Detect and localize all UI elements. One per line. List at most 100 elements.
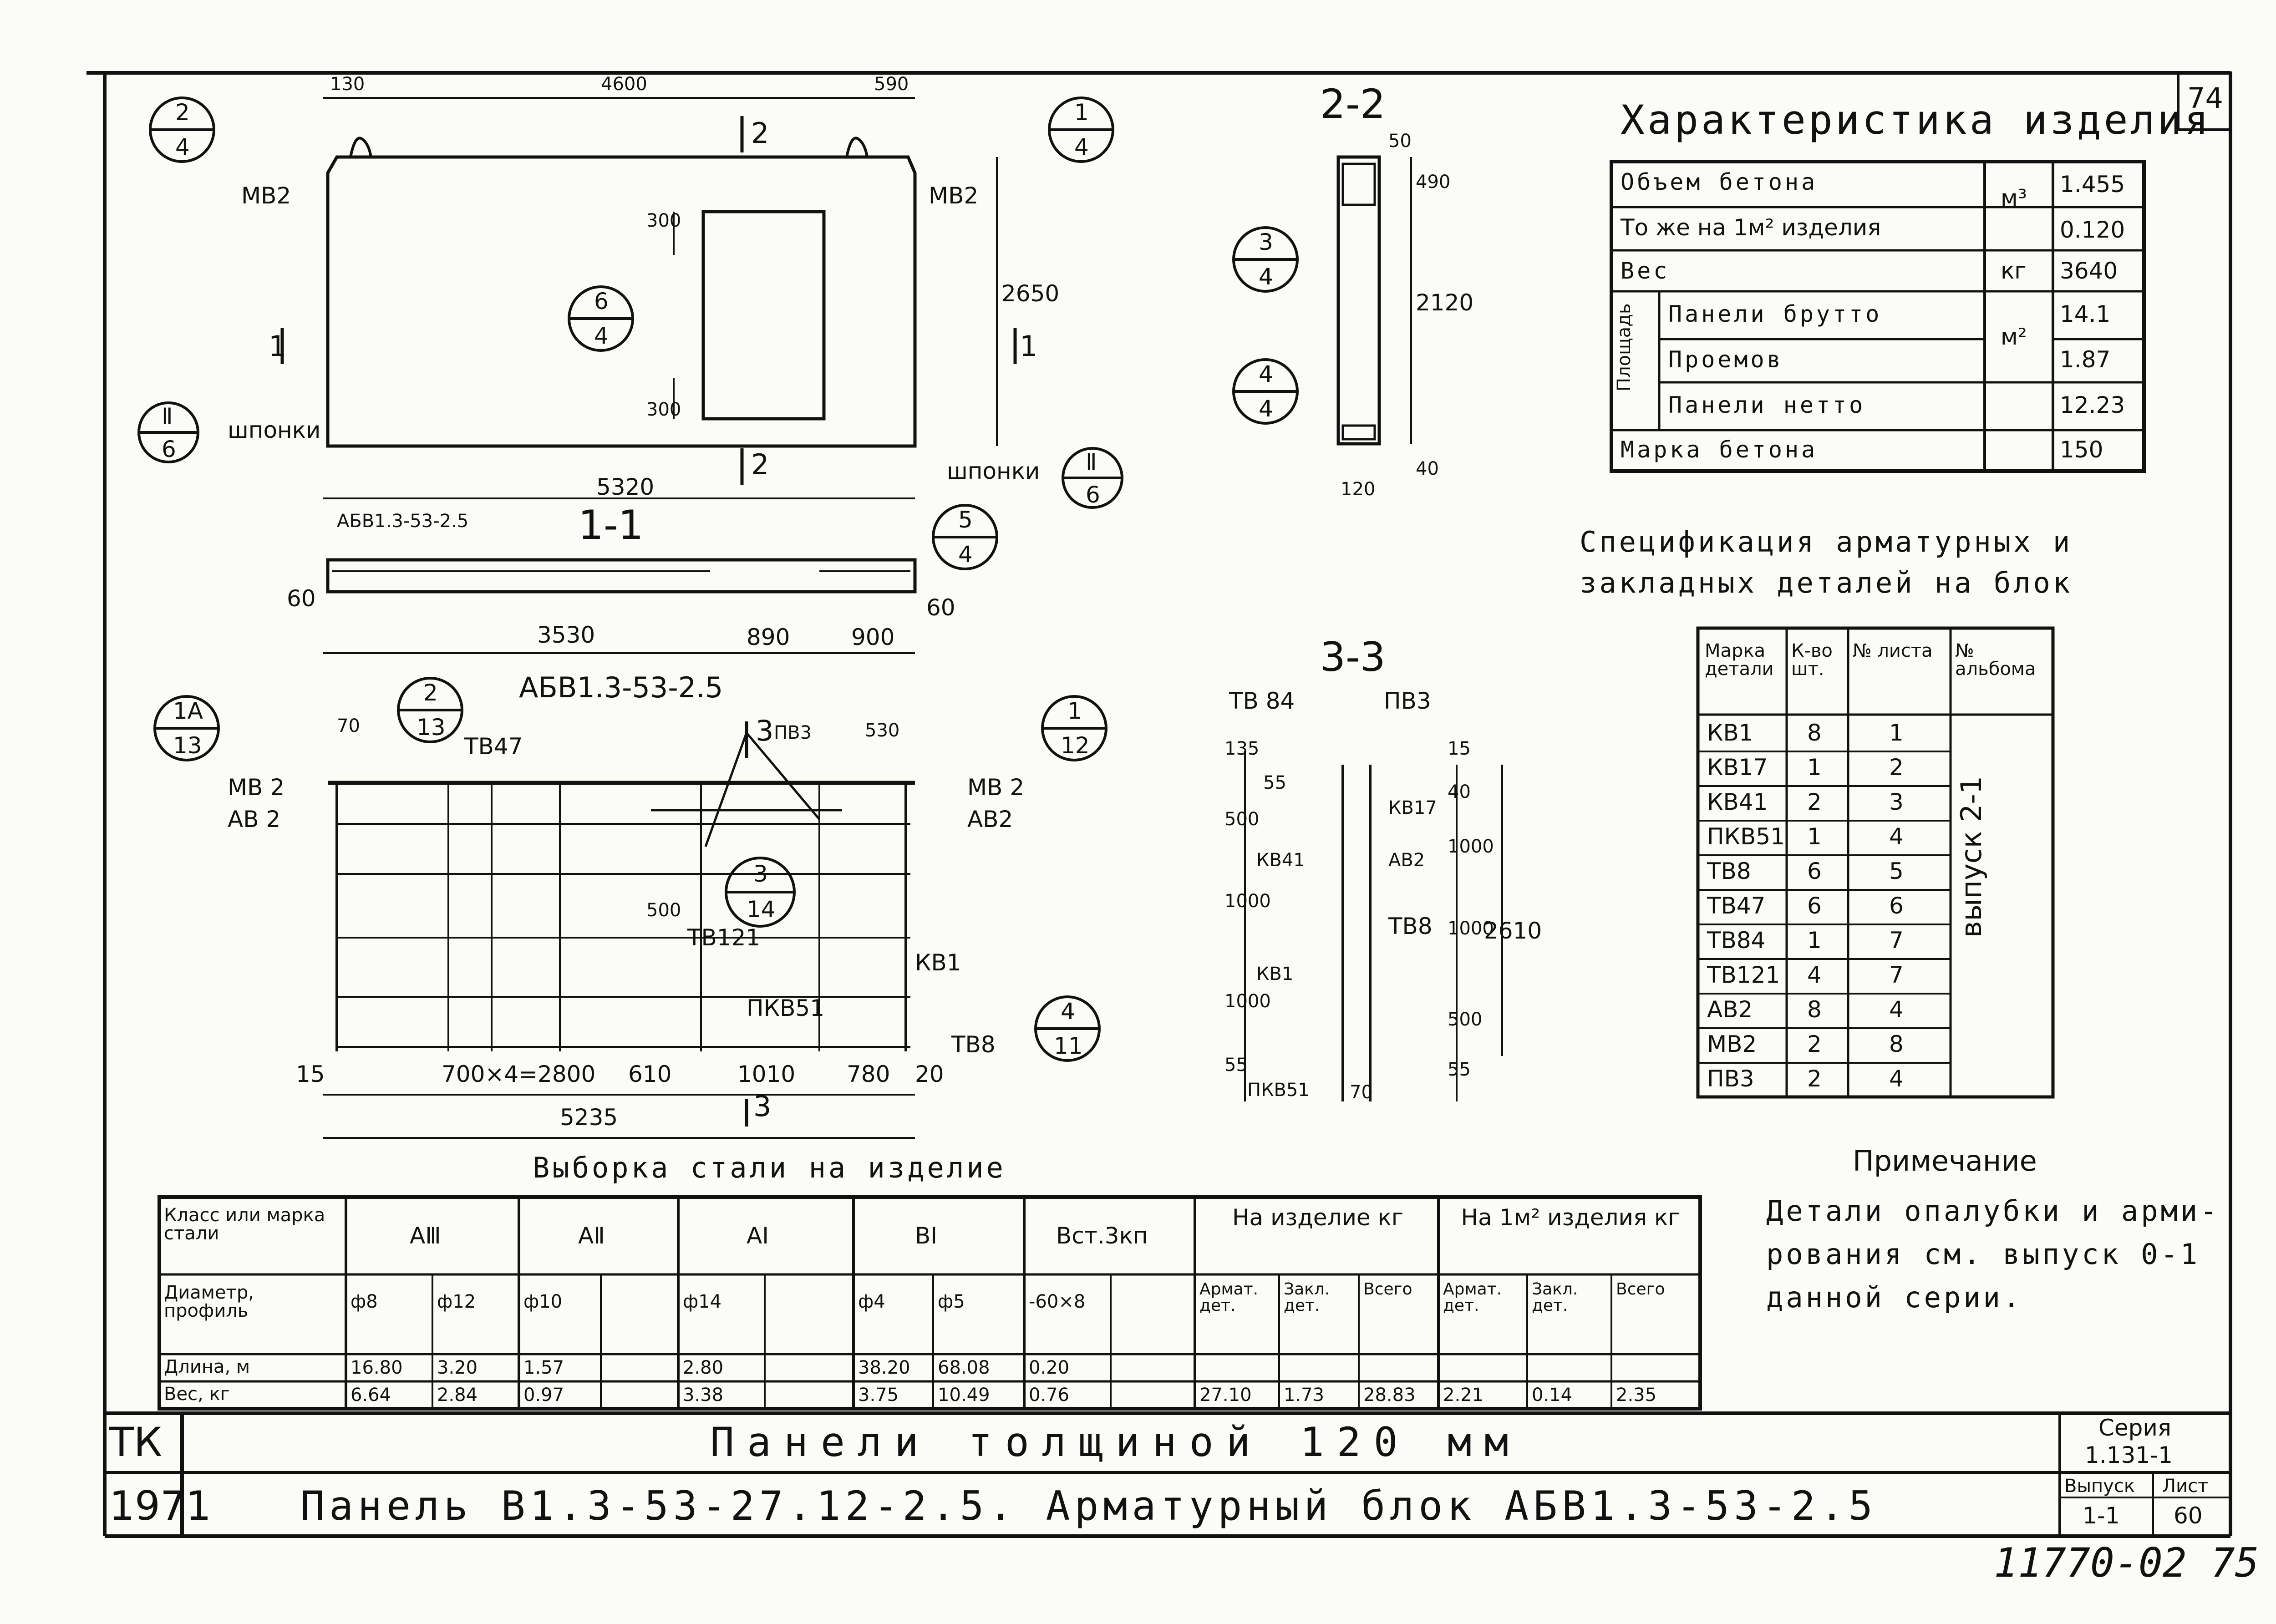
dim-500: 500	[646, 900, 681, 921]
spec-row-divider	[1698, 1062, 1951, 1064]
dim-60-left: 60	[287, 585, 316, 612]
tb-year: 1971	[109, 1482, 211, 1529]
spec-cell-mark: ТВ84	[1707, 927, 1766, 954]
bubble-12-bottom: 14	[747, 896, 776, 923]
steel-cell-diameters: ф14	[683, 1291, 722, 1312]
spec-cell-qty: 1	[1807, 823, 1822, 850]
dim-300-top: 300	[646, 210, 681, 231]
cut-3-top: 3	[756, 714, 774, 747]
char-row-7-value: 150	[2060, 436, 2103, 463]
dim-50: 50	[1388, 131, 1412, 152]
dim-900: 900	[851, 624, 895, 650]
dim-120: 120	[1341, 479, 1376, 500]
spec-title-line-1: Спецификация арматурных и	[1580, 525, 2073, 558]
dim-40-right: 40	[1448, 782, 1471, 802]
steel-cell-lengths: 0.20	[1029, 1357, 1070, 1378]
label-pv3-section: ПВ3	[1384, 688, 1431, 714]
dim-530: 530	[865, 720, 900, 741]
char-row-3-unit: кг	[2001, 258, 2027, 284]
steel-h-diam: Диаметр, профиль	[164, 1282, 254, 1321]
char-row-4-unit: м²	[2001, 324, 2027, 350]
char-row-7-label: Марка бетона	[1621, 436, 1818, 463]
note-line-3: данной серии.	[1766, 1281, 2023, 1314]
spec-cell-mark: ТВ121	[1707, 962, 1780, 988]
dim-1000-left-a: 1000	[1224, 891, 1271, 912]
steel-cell-diameters: Армат. дет.	[1443, 1280, 1502, 1315]
steel-cell-weights: 28.83	[1363, 1385, 1416, 1406]
dim-890: 890	[747, 624, 790, 650]
bubble-2-top: 1	[1074, 99, 1089, 126]
section-2-2	[1336, 155, 1412, 446]
dim-500-left: 500	[1224, 809, 1260, 830]
dim-1000-left-b: 1000	[1224, 991, 1271, 1012]
dim-500-right: 500	[1448, 1009, 1483, 1030]
steel-cell-lengths: 68.08	[938, 1357, 990, 1378]
spec-cell-qty: 6	[1807, 893, 1822, 919]
steel-class-a2: АⅡ	[578, 1223, 605, 1249]
steel-cell-diameters: ф5	[938, 1291, 965, 1312]
char-row-5-label: Проемов	[1668, 346, 1783, 373]
bubble-12-top: 3	[753, 861, 768, 887]
label-kv1: КВ1	[915, 949, 961, 976]
label-kv17: КВ17	[1388, 797, 1437, 818]
spec-row-divider	[1698, 889, 1951, 891]
bubble-8-top: 4	[1259, 361, 1273, 387]
dim-135: 135	[1224, 738, 1260, 759]
label-pv3: ПВ3	[774, 722, 812, 743]
bubble-9-bottom: 13	[173, 732, 202, 759]
char-row-1-unit: м³	[2001, 185, 2027, 211]
steel-cell-diameters: Всего	[1616, 1280, 1665, 1299]
spec-cell-sheet: 7	[1889, 927, 1904, 954]
bubble-3-top: 6	[594, 288, 609, 315]
section-3-3	[1244, 751, 1503, 1101]
stamp-bottom: 11770-02 75	[1994, 1539, 2259, 1586]
dim-700x4: 700×4=2800	[442, 1061, 596, 1087]
dim-3530: 3530	[537, 622, 595, 648]
cut-1-left: 1	[269, 330, 287, 363]
steel-cell-weights: 0.14	[1532, 1385, 1573, 1406]
label-av2-section: АВ2	[1388, 850, 1425, 871]
tb-issue-label: Выпуск	[2064, 1476, 2135, 1497]
spec-cell-mark: КВ1	[1707, 720, 1753, 746]
section-1-1-title: 1-1	[578, 502, 644, 548]
dim-2650: 2650	[1001, 280, 1060, 307]
dim-5320: 5320	[596, 474, 655, 500]
steel-cell-diameters: Закл. дет.	[1284, 1280, 1330, 1315]
char-row-3-label: Вес	[1621, 258, 1670, 284]
spec-cell-mark: КВ17	[1707, 754, 1768, 781]
spec-cell-sheet: 4	[1889, 996, 1904, 1023]
steel-cell-diameters: ф12	[437, 1291, 476, 1312]
steel-cell-lengths: 16.80	[351, 1357, 403, 1378]
specification-table-grid	[1696, 626, 2055, 1099]
spec-cell-mark: МВ2	[1707, 1031, 1757, 1057]
steel-per-m2: На 1м² изделия кг	[1461, 1204, 1680, 1231]
spec-cell-mark: ТВ8	[1707, 858, 1751, 884]
tb-series-value: 1.131-1	[2085, 1442, 2173, 1468]
spec-row-divider	[1698, 854, 1951, 856]
steel-title: Выборка стали на изделие	[533, 1151, 1006, 1184]
tb-series-label: Серия	[2098, 1415, 2171, 1441]
section-3-3-title: 3-3	[1320, 634, 1386, 680]
section-1-1	[323, 558, 917, 654]
tb-line-2: Панель В1.3-53-27.12-2.5. Арматурный бло…	[300, 1482, 1877, 1529]
note-line-2: рования см. выпуск 0-1	[1766, 1238, 2200, 1271]
spec-cell-sheet: 4	[1889, 823, 1904, 850]
dim-5235: 5235	[560, 1104, 618, 1131]
label-tv84: ТВ 84	[1229, 688, 1295, 714]
spec-header-mark: Марка детали	[1705, 640, 1774, 680]
title-block-grid	[105, 1411, 2230, 1538]
char-row-6-label: Панели нетто	[1668, 392, 1866, 418]
dim-15-right: 15	[1448, 738, 1471, 759]
spec-row-divider	[1698, 751, 1951, 752]
label-kv1-section: КВ1	[1256, 964, 1294, 985]
dim-55-top: 55	[1263, 772, 1286, 793]
tb-tk: ТК	[109, 1419, 163, 1466]
char-row-6-value: 12.23	[2060, 392, 2125, 418]
label-tv8-section: ТВ8	[1388, 913, 1433, 939]
char-row-5-value: 1.87	[2060, 346, 2111, 373]
sheet-number: 74	[2187, 81, 2223, 115]
dim-4600: 4600	[601, 74, 647, 95]
spec-cell-sheet: 6	[1889, 893, 1904, 919]
